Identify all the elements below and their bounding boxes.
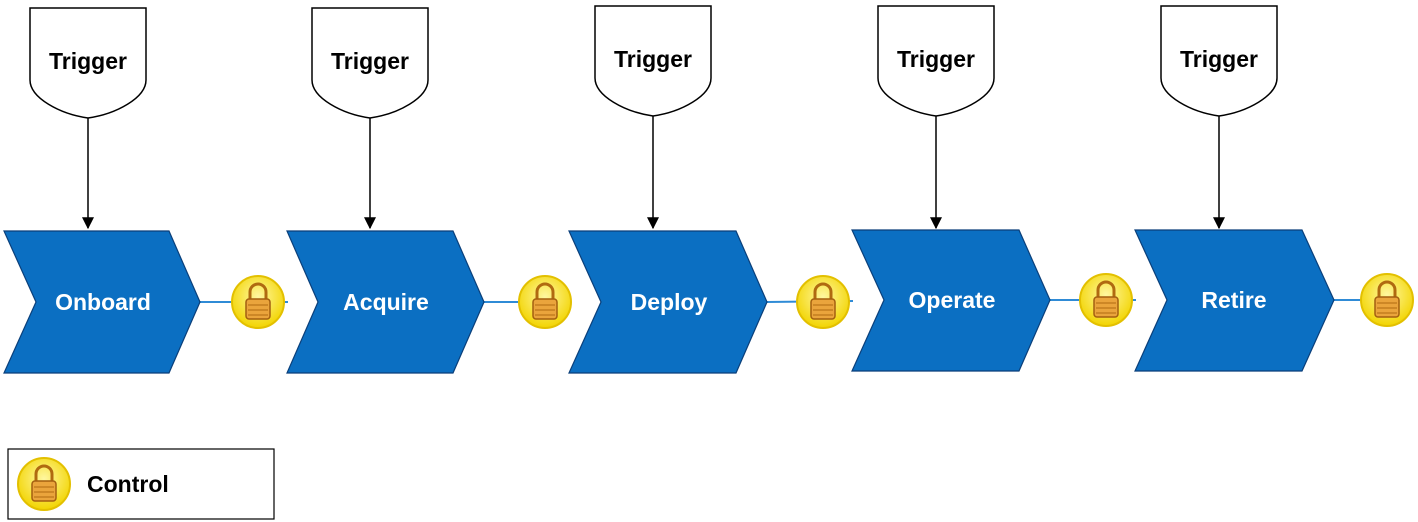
stage-label: Onboard xyxy=(55,289,151,315)
stage-label: Operate xyxy=(909,287,996,313)
stage-acquire: Trigger Acquire xyxy=(286,7,485,374)
stage-chevron xyxy=(851,229,1051,372)
trigger-label: Trigger xyxy=(331,48,409,74)
padlock-icon xyxy=(16,456,72,512)
stage-deploy: Trigger Deploy xyxy=(568,5,768,374)
stage-label: Deploy xyxy=(631,289,708,315)
padlock-icon xyxy=(795,274,851,330)
trigger-shape xyxy=(1160,5,1278,117)
stage-chevron xyxy=(568,230,768,374)
trigger-label: Trigger xyxy=(1180,46,1258,72)
stage-onboard: Trigger Onboard xyxy=(3,7,201,374)
stage-label: Retire xyxy=(1201,287,1266,313)
trigger-shape xyxy=(594,5,712,117)
stage-retire: Trigger Retire xyxy=(1134,5,1335,372)
padlock-icon xyxy=(517,274,573,330)
trigger-label: Trigger xyxy=(614,46,692,72)
trigger-label: Trigger xyxy=(897,46,975,72)
padlock-icon xyxy=(230,274,286,330)
padlock-icon xyxy=(1359,272,1415,328)
legend: Control xyxy=(7,448,275,520)
stage-chevron xyxy=(1134,229,1335,372)
legend-label: Control xyxy=(87,471,169,497)
trigger-shape xyxy=(877,5,995,117)
trigger-shape xyxy=(29,7,147,119)
stage-chevron xyxy=(286,230,485,374)
stage-label: Acquire xyxy=(343,289,429,315)
stage-operate: Trigger Operate xyxy=(851,5,1051,372)
trigger-label: Trigger xyxy=(49,48,127,74)
padlock-icon xyxy=(1078,272,1134,328)
stage-chevron xyxy=(3,230,201,374)
trigger-shape xyxy=(311,7,429,119)
